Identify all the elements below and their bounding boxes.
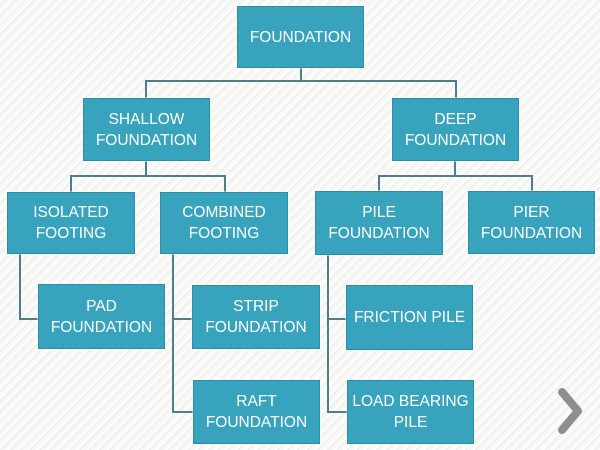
node-label: FOUNDATION [249, 28, 352, 46]
connector-segment [70, 175, 226, 177]
node-shallow-foundation: SHALLOW FOUNDATION [83, 98, 210, 161]
node-label: RAFT FOUNDATION [205, 393, 308, 431]
node-pad-foundation: PAD FOUNDATION [38, 284, 165, 349]
node-label: SHALLOW FOUNDATION [95, 110, 198, 149]
node-label: PILE FOUNDATION [328, 204, 430, 242]
node-label: LOAD BEARING PILE [352, 393, 469, 431]
chevron-right-icon [558, 388, 582, 434]
node-label: ISOLATED FOOTING [33, 204, 109, 242]
connector-segment [19, 318, 39, 320]
connector-segment [70, 175, 72, 193]
node-label: COMBINED FOOTING [182, 204, 266, 242]
node-label: PAD FOUNDATION [50, 297, 153, 336]
node-deep-foundation: DEEP FOUNDATION [392, 98, 519, 161]
connector-segment [224, 175, 226, 193]
connector-segment [378, 175, 380, 192]
node-label: STRIP FOUNDATION [205, 298, 307, 336]
connector-segment [378, 175, 533, 177]
node-label: PIER FOUNDATION [480, 203, 583, 242]
connector-segment [327, 411, 348, 413]
connector-segment [327, 318, 347, 320]
connector-segment [327, 255, 329, 413]
node-raft-foundation: RAFT FOUNDATION [193, 380, 320, 444]
node-load-bearing-pile: LOAD BEARING PILE [347, 380, 474, 444]
node-foundation: FOUNDATION [237, 6, 364, 68]
connector-segment [145, 80, 457, 82]
connector-segment [145, 80, 147, 99]
connector-segment [19, 254, 21, 320]
node-combined-footing: COMBINED FOOTING [160, 192, 288, 254]
node-label: DEEP FOUNDATION [404, 110, 507, 149]
connector-segment [300, 68, 302, 81]
node-pier-foundation: PIER FOUNDATION [468, 191, 595, 254]
connector-segment [172, 254, 174, 413]
connector-segment [145, 161, 147, 176]
node-strip-foundation: STRIP FOUNDATION [192, 285, 320, 349]
connector-segment [454, 161, 456, 176]
next-slide-button[interactable] [552, 384, 590, 438]
node-friction-pile: FRICTION PILE [346, 285, 473, 350]
connector-segment [172, 411, 194, 413]
connector-segment [531, 175, 533, 192]
node-pile-foundation: PILE FOUNDATION [315, 191, 443, 255]
connector-segment [172, 318, 193, 320]
connector-segment [455, 80, 457, 99]
node-isolated-footing: ISOLATED FOOTING [7, 192, 135, 254]
node-label: FRICTION PILE [353, 309, 466, 326]
